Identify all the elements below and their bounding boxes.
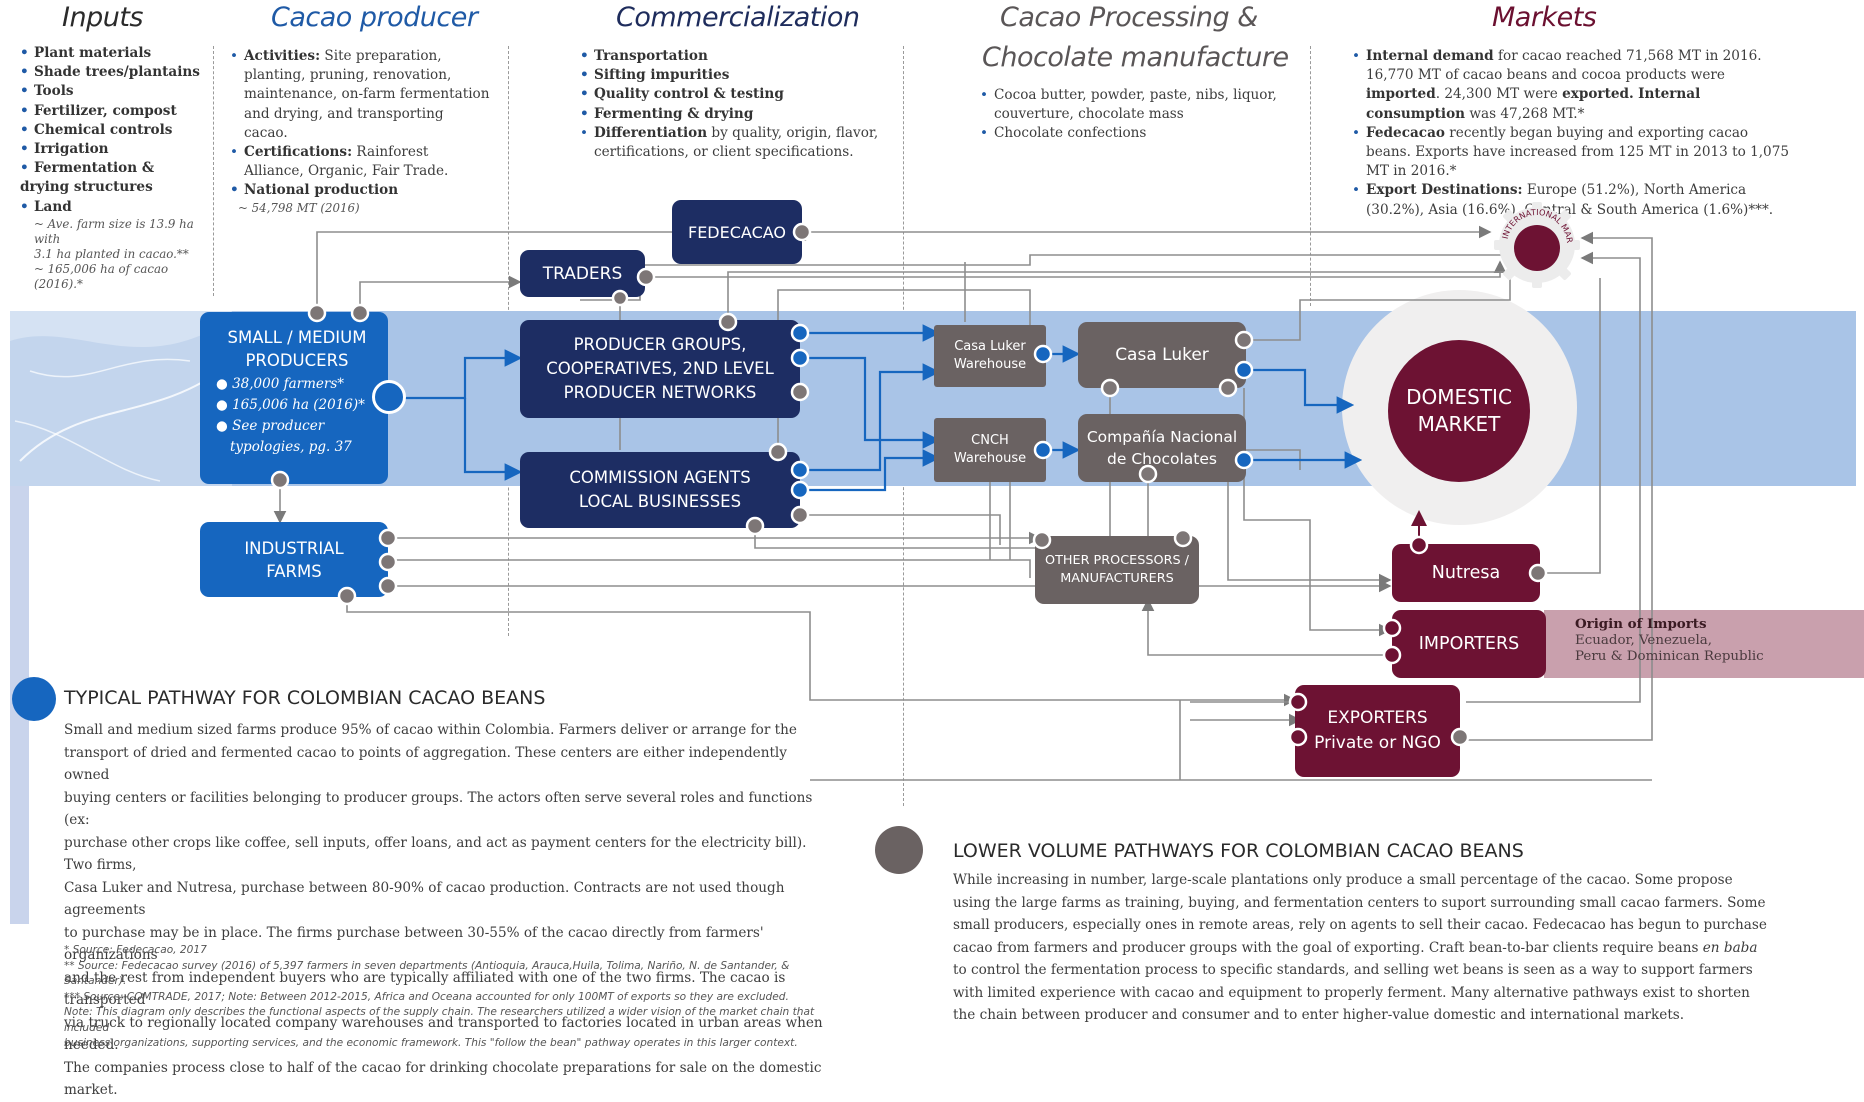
list-item: Tools bbox=[20, 82, 210, 101]
node-label: COMMISSION AGENTS bbox=[569, 468, 751, 487]
markets-column-title: Markets bbox=[1492, 2, 1597, 33]
node-label: PRODUCER NETWORKS bbox=[563, 383, 757, 402]
list-item: Internal demand for cacao reached 71,568… bbox=[1352, 47, 1797, 124]
list-item: Irrigation bbox=[20, 140, 210, 159]
footnote: *** Source: COMTRADE, 2017; Note: Betwee… bbox=[64, 990, 789, 1003]
list-item: Quality control & testing bbox=[580, 85, 880, 104]
producer-column-title: Cacao producer bbox=[271, 2, 478, 33]
traders-node: TRADERS bbox=[520, 250, 645, 297]
casa-luker-node: Casa Luker bbox=[1078, 322, 1246, 388]
producer-list: Activities: Site preparation, planting, … bbox=[230, 47, 490, 216]
importers-node: IMPORTERS bbox=[1392, 610, 1546, 678]
node-label: CNCH bbox=[971, 433, 1009, 448]
land-note: ~ 165,006 ha of cacao (2016).* bbox=[34, 261, 169, 291]
origin-line: Ecuador, Venezuela, bbox=[1575, 632, 1712, 648]
node-label: Warehouse bbox=[953, 451, 1027, 466]
node-label: COOPERATIVES, 2ND LEVEL bbox=[546, 359, 774, 378]
commercialization-list: Transportation Sifting impurities Qualit… bbox=[580, 47, 880, 162]
list-item: Export Destinations: Europe (51.2%), Nor… bbox=[1352, 181, 1797, 219]
column-divider bbox=[1310, 46, 1311, 306]
domestic-market-label: MARKET bbox=[1417, 412, 1501, 436]
list-item: Differentiation by quality, origin, flav… bbox=[580, 124, 880, 162]
sp-bullet: ● 38,000 farmers* bbox=[216, 376, 345, 392]
node-label: EXPORTERS bbox=[1327, 708, 1428, 728]
node-label: Private or NGO bbox=[1314, 733, 1441, 753]
origin-of-imports: Origin of Imports Ecuador, Venezuela, Pe… bbox=[1575, 616, 1764, 666]
origin-title: Origin of Imports bbox=[1575, 616, 1707, 632]
node-label: Casa Luker bbox=[954, 339, 1026, 354]
cacao-pod-decoration bbox=[10, 311, 232, 486]
node-label: MANUFACTURERS bbox=[1060, 571, 1174, 586]
footnote: * Source: Fedecacao, 2017 bbox=[64, 944, 207, 956]
processing-list: Cocoa butter, powder, paste, nibs, liquo… bbox=[980, 86, 1285, 144]
domestic-market-node: DOMESTIC MARKET bbox=[1388, 340, 1530, 482]
list-item: Cocoa butter, powder, paste, nibs, liquo… bbox=[980, 86, 1285, 124]
list-item: Fedecacao recently began buying and expo… bbox=[1352, 124, 1797, 182]
list-item: Fermentation & bbox=[20, 159, 210, 178]
list-item: Transportation bbox=[580, 47, 880, 66]
footnote: business organizations, supporting servi… bbox=[64, 1037, 798, 1049]
node-label: INDUSTRIAL bbox=[244, 538, 344, 558]
inputs-column-title: Inputs bbox=[62, 2, 143, 33]
land-note: ~ Ave. farm size is 13.9 ha with bbox=[34, 216, 194, 246]
list-item: Sifting impurities bbox=[580, 66, 880, 85]
processing-column-title-2: Chocolate manufacture bbox=[982, 42, 1289, 73]
cnch-warehouse-node: CNCH Warehouse bbox=[934, 418, 1046, 482]
gear-icon: INTERNATIONAL MARKET bbox=[1488, 192, 1580, 288]
list-item: Land bbox=[20, 198, 210, 217]
producer-groups-node: PRODUCER GROUPS, COOPERATIVES, 2ND LEVEL… bbox=[520, 320, 800, 418]
typical-pathway-icon bbox=[12, 677, 56, 721]
fedecacao-node: FEDECACAO bbox=[672, 200, 802, 264]
list-item: Fermenting & drying bbox=[580, 105, 880, 124]
node-label: OTHER PROCESSORS / bbox=[1045, 553, 1189, 568]
node-label: PRODUCER GROUPS, bbox=[573, 335, 747, 354]
footnote: ** Source: Fedecacao survey (2016) of 5,… bbox=[64, 959, 790, 988]
casa-luker-warehouse-node: Casa Luker Warehouse bbox=[934, 325, 1046, 387]
node-label: Compañía Nacional bbox=[1086, 428, 1238, 446]
node-label: SMALL / MEDIUM bbox=[227, 328, 367, 347]
footnotes: * Source: Fedecacao, 2017 ** Source: Fed… bbox=[64, 943, 844, 1052]
industrial-farms-node: INDUSTRIAL FARMS bbox=[200, 522, 388, 597]
list-item: Shade trees/plantains bbox=[20, 63, 210, 82]
commercialization-column-title: Commercialization bbox=[616, 2, 860, 33]
connector-dots bbox=[270, 222, 1548, 747]
list-item: Certifications: Rainforest Alliance, Org… bbox=[230, 143, 490, 181]
processing-column-title-1: Cacao Processing & bbox=[1000, 2, 1258, 33]
other-processors-node: OTHER PROCESSORS / MANUFACTURERS bbox=[1035, 536, 1199, 604]
origin-of-imports-panel bbox=[1544, 610, 1864, 678]
lower-volume-icon bbox=[875, 826, 923, 874]
commission-agents-node: COMMISSION AGENTS LOCAL BUSINESSES bbox=[520, 452, 800, 528]
typical-pathway-heading: TYPICAL PATHWAY FOR COLOMBIAN CACAO BEAN… bbox=[64, 687, 546, 709]
markets-list: Internal demand for cacao reached 71,568… bbox=[1352, 47, 1797, 220]
footnote: Note: This diagram only describes the fu… bbox=[64, 1006, 815, 1034]
list-item: Plant materials bbox=[20, 44, 210, 63]
node-label: Warehouse bbox=[953, 357, 1027, 372]
sp-bullet: ● See producer typologies, pg. 37 bbox=[216, 418, 352, 455]
node-label: FARMS bbox=[266, 561, 322, 581]
column-divider bbox=[213, 46, 214, 296]
lower-volume-text: While increasing in number, large-scale … bbox=[953, 872, 1767, 1023]
small-medium-producers-node: SMALL / MEDIUM PRODUCERS ● 38,000 farmer… bbox=[200, 312, 388, 484]
node-label: LOCAL BUSINESSES bbox=[578, 492, 742, 511]
list-item: drying structures bbox=[20, 179, 153, 196]
inputs-list: Plant materials Shade trees/plantains To… bbox=[20, 44, 210, 292]
list-item: Fertilizer, compost bbox=[20, 102, 210, 121]
land-note: 3.1 ha planted in cacao.** bbox=[34, 246, 189, 261]
national-production-value: ~ 54,798 MT (2016) bbox=[238, 200, 360, 215]
exporters-node: EXPORTERS Private or NGO bbox=[1295, 685, 1460, 777]
sp-bullet: ● 165,006 ha (2016)* bbox=[216, 397, 365, 413]
typical-pathway-marker bbox=[372, 380, 406, 414]
compania-nacional-node: Compañía Nacional de Chocolates bbox=[1078, 414, 1246, 482]
list-item: Chocolate confections bbox=[980, 124, 1285, 143]
node-label: de Chocolates bbox=[1107, 450, 1217, 468]
list-item: Chemical controls bbox=[20, 121, 210, 140]
international-market-node: INTERNATIONAL MARKET bbox=[1488, 192, 1582, 290]
node-label: PRODUCERS bbox=[245, 351, 349, 370]
origin-line: Peru & Dominican Republic bbox=[1575, 649, 1764, 664]
list-item: National production bbox=[230, 181, 490, 200]
lower-volume-heading: LOWER VOLUME PATHWAYS FOR COLOMBIAN CACA… bbox=[953, 840, 1524, 862]
list-item: Activities: Site preparation, planting, … bbox=[230, 47, 490, 143]
domestic-market-label: DOMESTIC bbox=[1406, 385, 1512, 409]
